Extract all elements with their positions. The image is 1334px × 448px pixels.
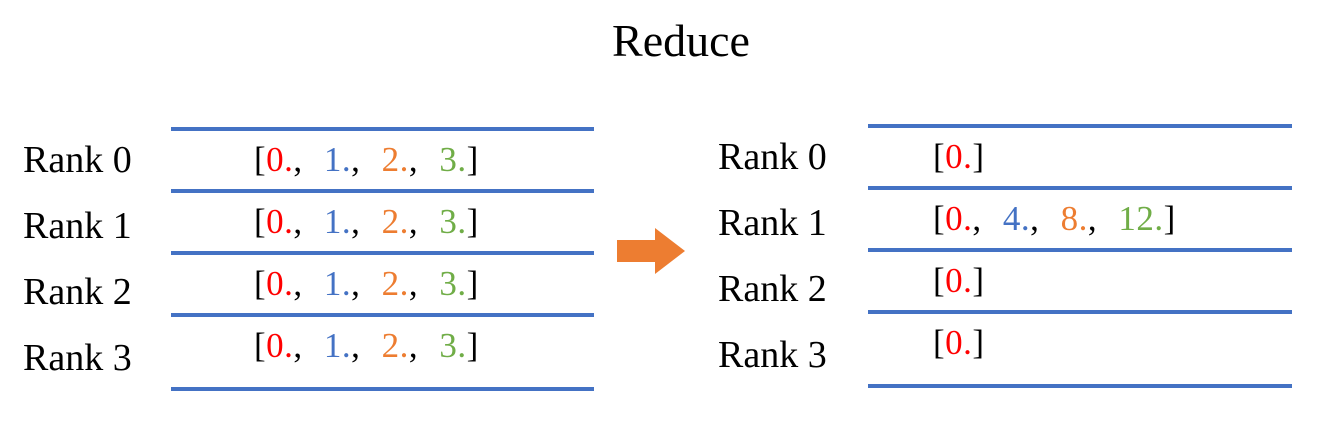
- tensor-token: 0.: [266, 326, 294, 365]
- tensor-row: [0., 1., 2., 3.]: [171, 189, 594, 251]
- tensor-row: [0.]: [868, 310, 1292, 372]
- rank-label: Rank 3: [23, 337, 132, 379]
- tensor-token: ,: [293, 202, 324, 241]
- after-rank-labels: Rank 0 Rank 1 Rank 2 Rank 3: [718, 124, 868, 388]
- rank-label: Rank 1: [718, 202, 827, 244]
- rank-label: Rank 2: [718, 268, 827, 310]
- tensor-row: [0., 1., 2., 3.]: [171, 313, 594, 375]
- tensor-token: ,: [408, 264, 440, 303]
- tensor-token: 3.: [439, 326, 467, 365]
- tensor-row: [0.]: [868, 248, 1292, 310]
- tensor-token: 1.: [323, 264, 352, 303]
- tensor-token: ,: [293, 264, 324, 303]
- tensor-token: ]: [466, 140, 479, 179]
- rank-label: Rank 2: [23, 271, 132, 313]
- right-arrow-shape: [617, 228, 685, 274]
- tensor-token: ,: [408, 326, 440, 365]
- tensor-token: ,: [351, 140, 382, 179]
- tensor-token: 0.: [266, 202, 294, 241]
- tensor-token: 0.: [945, 323, 973, 362]
- tensor-row: [0., 4., 8., 12.]: [868, 186, 1292, 248]
- tensor-token: 0.: [945, 137, 973, 176]
- tensor-row: [0., 1., 2., 3.]: [171, 251, 594, 313]
- tensor-token: ,: [351, 326, 382, 365]
- tensor-token: ]: [972, 137, 985, 176]
- tensor-token: 12.: [1118, 199, 1164, 238]
- tensor-row: [0.]: [868, 124, 1292, 186]
- tensor-token: 1.: [323, 202, 352, 241]
- before-panel: Rank 0 Rank 1 Rank 2 Rank 3 [0., 1., 2., 3.…: [23, 127, 594, 391]
- tensor-row: [0., 1., 2., 3.]: [171, 127, 594, 189]
- tensor-token: ,: [351, 202, 382, 241]
- tensor-token: 1.: [323, 326, 352, 365]
- tensor-token: ,: [293, 326, 324, 365]
- tensor-token: [: [254, 140, 267, 179]
- diagram-title: Reduce: [612, 15, 750, 66]
- tensor-token: 8.: [1060, 199, 1088, 238]
- tensor-token: ]: [972, 323, 985, 362]
- tensor-token: ,: [408, 202, 440, 241]
- before-rank-labels: Rank 0 Rank 1 Rank 2 Rank 3: [23, 127, 171, 391]
- tensor-token: [: [254, 264, 267, 303]
- rank-label: Rank 0: [23, 139, 132, 181]
- tensor-token: 2.: [381, 140, 409, 179]
- tensor-token: ]: [466, 326, 479, 365]
- tensor-token: ]: [1163, 199, 1176, 238]
- tensor-token: [: [933, 137, 946, 176]
- rank-label: Rank 3: [718, 334, 827, 376]
- tensor-token: 1.: [323, 140, 352, 179]
- rank-label: Rank 1: [23, 205, 132, 247]
- tensor-token: ,: [1030, 199, 1061, 238]
- tensor-token: 3.: [439, 140, 467, 179]
- reduce-arrow-icon: [617, 228, 685, 274]
- tensor-token: ,: [293, 140, 324, 179]
- tensor-token: ]: [466, 264, 479, 303]
- tensor-token: 0.: [945, 261, 973, 300]
- tensor-token: ,: [972, 199, 1003, 238]
- tensor-token: 4.: [1002, 199, 1031, 238]
- tensor-token: [: [254, 202, 267, 241]
- tensor-token: 2.: [381, 202, 409, 241]
- tensor-token: ,: [1087, 199, 1119, 238]
- before-tensor-table: [0., 1., 2., 3.][0., 1., 2., 3.][0., 1.,…: [171, 127, 594, 391]
- tensor-token: [: [254, 326, 267, 365]
- tensor-token: [: [933, 323, 946, 362]
- tensor-token: [: [933, 261, 946, 300]
- rank-label: Rank 0: [718, 136, 827, 178]
- tensor-token: 0.: [945, 199, 973, 238]
- tensor-token: 2.: [381, 326, 409, 365]
- tensor-token: 0.: [266, 140, 294, 179]
- tensor-token: ]: [972, 261, 985, 300]
- tensor-token: 2.: [381, 264, 409, 303]
- tensor-token: 3.: [439, 264, 467, 303]
- after-tensor-table: [0.][0., 4., 8., 12.][0.][0.]: [868, 124, 1292, 388]
- tensor-token: [: [933, 199, 946, 238]
- tensor-token: 0.: [266, 264, 294, 303]
- tensor-token: ]: [466, 202, 479, 241]
- tensor-token: ,: [351, 264, 382, 303]
- tensor-token: ,: [408, 140, 440, 179]
- tensor-token: 3.: [439, 202, 467, 241]
